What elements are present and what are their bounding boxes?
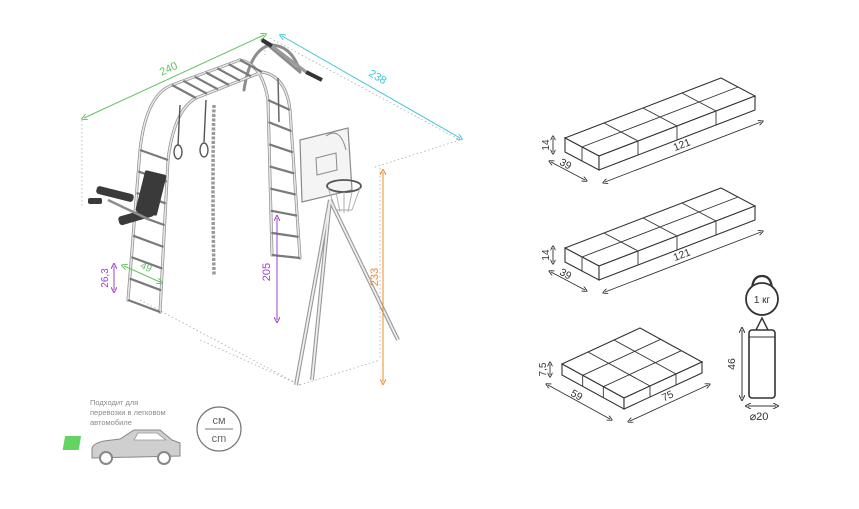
ladder-rung <box>182 79 208 95</box>
depth-dimension: 238 <box>282 36 460 138</box>
ladder-rung <box>271 231 299 238</box>
ladder-height-value: 205 <box>261 263 273 281</box>
box-length-line <box>605 232 761 292</box>
box-width-line <box>551 272 585 290</box>
box-length-value: 121 <box>672 136 693 154</box>
accessories: 1 кг 46 ⌀20 <box>726 274 779 423</box>
box-width-value: 39 <box>557 266 573 282</box>
ladder-rung <box>127 298 161 314</box>
ladder-rung <box>194 75 219 91</box>
ladder-rung <box>268 121 292 133</box>
package-box: 14 39 121 <box>541 77 761 182</box>
box-top <box>560 327 704 399</box>
ladder-width-dimension: 49 <box>124 260 160 282</box>
box-seam <box>603 350 682 388</box>
box-height-value: 7,5 <box>538 362 549 376</box>
hoop-height-value: 233 <box>369 268 381 286</box>
box-seam <box>582 338 661 376</box>
rung-step-dimension: 26,3 <box>100 266 114 290</box>
box-height-value: 14 <box>541 249 552 261</box>
units-ru: см <box>212 415 225 427</box>
press-bench <box>88 170 167 226</box>
ladder-height-dimension: 205 <box>261 218 277 320</box>
width-dimension: 240 <box>84 35 264 118</box>
box-length-value: 75 <box>660 388 676 404</box>
bag-height-value: 46 <box>726 358 738 370</box>
sports-complex: 240 238 205 233 26,3 49 <box>82 35 460 386</box>
transport-note-line-1: Подходит для <box>90 398 139 407</box>
ladder-rung <box>271 253 301 260</box>
ladder-rung <box>139 148 169 162</box>
box-seam <box>587 351 651 387</box>
package-box: 7,5 59 75 <box>538 327 708 421</box>
ladder-rung <box>132 234 164 248</box>
ladder-rung <box>205 71 230 86</box>
units-badge: см cm <box>196 406 242 452</box>
gym-rings <box>173 99 209 160</box>
box-width-line <box>548 385 610 419</box>
kettlebell-icon: 1 кг <box>745 274 779 316</box>
box-width-line <box>551 162 585 180</box>
box-length-line <box>605 122 761 182</box>
basketball-stand <box>294 127 400 386</box>
climbing-rope <box>211 104 216 276</box>
bag-diameter-value: ⌀20 <box>750 411 769 423</box>
depth-value: 238 <box>367 68 389 88</box>
box-seam <box>613 339 677 375</box>
ladder-width-value: 49 <box>139 260 154 275</box>
ladder-rung <box>216 67 241 82</box>
ladder-rung <box>270 187 296 196</box>
box-length-value: 121 <box>672 246 693 264</box>
transport-note: Подходит для перевозки в легковом автомо… <box>90 398 200 428</box>
transport-note-line-2: перевозки в легковом <box>90 408 166 417</box>
car-icon <box>62 429 181 465</box>
box-length-line <box>630 385 708 421</box>
transport-note-line-3: автомобиле <box>90 418 132 427</box>
ladder-rung <box>270 209 298 217</box>
kettlebell-weight: 1 кг <box>754 295 771 306</box>
box-height-value: 14 <box>541 139 552 151</box>
box-width-value: 59 <box>568 387 584 403</box>
packages: 14 39 121 14 39 121 7,5 59 75 <box>538 77 761 421</box>
rung-step-value: 26,3 <box>100 268 111 288</box>
punching-bag-icon <box>748 316 776 399</box>
units-en: cm <box>212 433 227 445</box>
hoop-height-dimension: 233 <box>369 172 383 382</box>
ladder-rung <box>268 143 294 154</box>
box-width-value: 39 <box>557 156 573 172</box>
package-box: 14 39 121 <box>541 187 761 292</box>
ladder-rung <box>269 165 295 175</box>
hanging-rope <box>277 77 280 123</box>
